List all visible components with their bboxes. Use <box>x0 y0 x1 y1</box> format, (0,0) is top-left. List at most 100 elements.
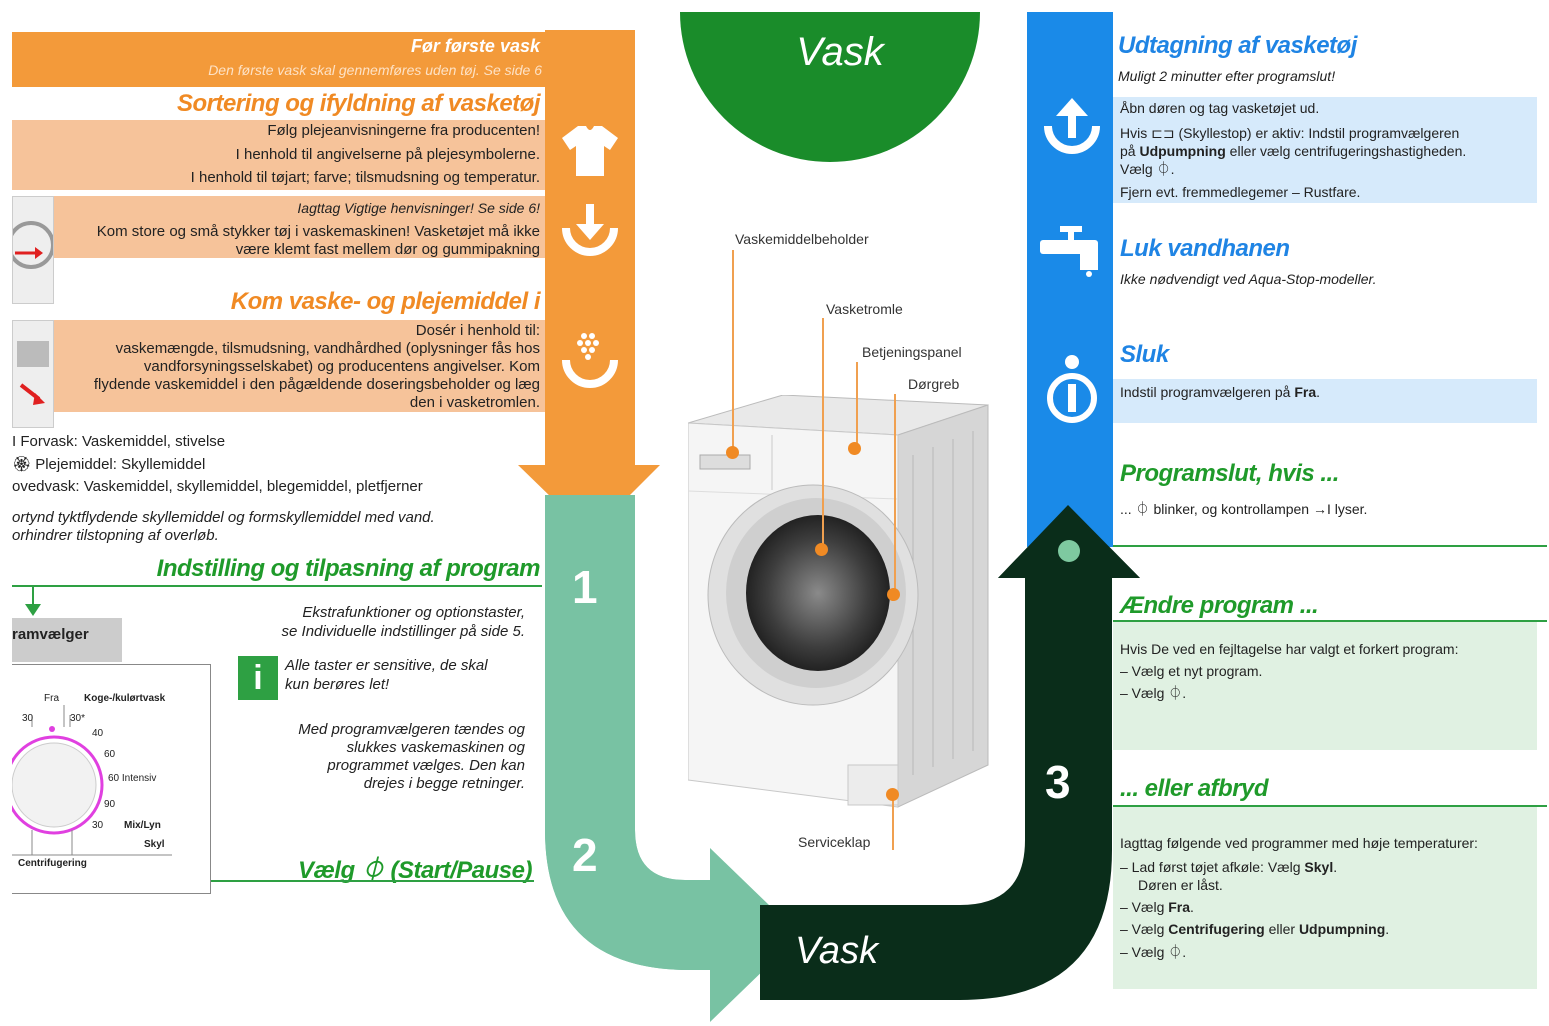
dial-line-1: Med programvælgeren tændes og <box>298 721 525 738</box>
tap-title: Luk vandhanen <box>1120 235 1290 262</box>
drawer-image <box>12 320 54 428</box>
compartment-prewash: I Forvask: Vaskemiddel, stivelse <box>12 433 226 450</box>
top-vask-label: Vask <box>796 30 884 74</box>
cancel-box <box>1113 807 1537 989</box>
label-control-panel: Betjeningspanel <box>862 344 962 360</box>
program-dial-panel: Fra Koge-/kulørtvask 30 30* 40 60 60 Int… <box>12 664 211 894</box>
off-box <box>1113 379 1537 423</box>
sorting-note-box <box>54 196 545 258</box>
first-wash-bar <box>12 32 545 87</box>
unload-line-2b: på Udpumpning eller vælg centrifugerings… <box>1120 143 1467 159</box>
end-line-1: ... ⏀ blinker, og kontrollampen →I lyser… <box>1120 501 1368 517</box>
compartment-mainwash: ovedvask: Vaskemiddel, skyllemiddel, ble… <box>12 478 423 495</box>
change-line-2: – Vælg et nyt program. <box>1120 663 1263 679</box>
selector-label-box <box>12 618 122 662</box>
bottom-vask-label: Vask <box>795 930 879 972</box>
end-divider <box>1113 545 1547 547</box>
dial-90: 90 <box>104 799 116 810</box>
change-line-3: – Vælg ⏀. <box>1120 685 1187 701</box>
info-line-2: kun berøres let! <box>285 676 390 693</box>
extra-line-2: se Individuelle indstillinger på side 5. <box>281 623 525 640</box>
program-divider <box>12 585 542 587</box>
cancel-line-2b: Døren er låst. <box>1138 877 1223 893</box>
unload-line-3: Fjern evt. fremmedlegemer – Rustfare. <box>1120 184 1361 200</box>
dial-line-2: slukkes vaskemaskinen og <box>346 739 525 756</box>
top-green-circle <box>680 12 980 162</box>
tap-subtitle: Ikke nødvendigt ved Aqua-Stop-modeller. <box>1120 271 1377 287</box>
dial-fra: Fra <box>44 693 59 704</box>
dark-green-band <box>760 505 1140 1000</box>
unload-box <box>1113 97 1537 203</box>
cancel-line-3: – Vælg Fra. <box>1120 899 1194 915</box>
change-box <box>1113 622 1537 750</box>
detergent-line-5: den i vasketromlen. <box>409 394 540 411</box>
dot-door-handle <box>887 588 900 601</box>
detergent-italic-2: orhindrer tilstopning af overløb. <box>12 527 219 544</box>
label-service-flap: Serviceklap <box>798 834 871 850</box>
teal-arrow <box>545 500 800 1022</box>
detergent-icon <box>558 330 622 399</box>
step-two: 2 <box>572 829 598 881</box>
dot-drum <box>815 543 828 556</box>
end-dot <box>1058 540 1080 562</box>
off-title: Sluk <box>1120 341 1169 368</box>
detergent-box <box>54 320 545 412</box>
dot-service-flap <box>886 788 899 801</box>
dot-control-panel <box>848 442 861 455</box>
cancel-line-2: – Lad først tøjet afkøle: Vælg Skyl. <box>1120 859 1338 875</box>
dial-koge: Koge-/kulørtvask <box>84 693 166 704</box>
load-down-icon <box>558 200 622 269</box>
dial-30c: 30 <box>92 820 104 831</box>
shirt-icon <box>560 122 620 183</box>
detergent-line-3: vandforsyningsselskabet) og producentens… <box>143 358 540 375</box>
dial-60: 60 <box>104 749 116 760</box>
cancel-line-5: – Vælg ⏀. <box>1120 944 1187 960</box>
selector-pointer-line <box>32 587 34 609</box>
end-title: Programslut, hvis ... <box>1120 460 1339 487</box>
unload-line-1: Åbn døren og tag vasketøjet ud. <box>1120 100 1320 116</box>
first-wash-title: Før første vask <box>410 36 540 56</box>
dial-centr: Centrifugering <box>18 858 87 869</box>
unload-line-2c: Vælg ⏀. <box>1120 161 1175 177</box>
cancel-line-4: – Vælg Centrifugering eller Udpumpning. <box>1120 921 1390 937</box>
sorting-note-1: Kom store og små stykker tøj i vaskemask… <box>96 223 540 240</box>
sorting-title: Sortering og ifyldning af vasketøj <box>176 90 541 117</box>
orange-band <box>545 30 635 465</box>
washing-machine-image <box>688 395 989 808</box>
sorting-note-2: være klemt fast mellem dør og gummipakni… <box>235 241 540 258</box>
cancel-title: ... eller afbryd <box>1120 775 1269 802</box>
sorting-line-3: I henhold til tøjart; farve; tilsmudsnin… <box>190 169 540 186</box>
detergent-title: Kom vaske- og plejemiddel i <box>230 288 541 315</box>
step-one: 1 <box>572 561 598 613</box>
unload-title: Udtagning af vasketøj <box>1118 32 1357 59</box>
selector-pointer-arrow <box>25 604 41 616</box>
start-pause-title: Vælg ⏀ (Start/Pause) <box>297 857 533 884</box>
sorting-line-1: Følg plejeanvisningerne fra producenten! <box>267 122 540 139</box>
extra-line-1: Ekstrafunktioner og optionstaster, <box>302 604 525 621</box>
sorting-note-italic: Iagttag Vigtige henvisninger! Se side 6! <box>297 200 540 216</box>
info-icon: i <box>238 656 278 700</box>
dial-40: 40 <box>92 728 104 739</box>
label-detergent-drawer: Vaskemiddelbeholder <box>735 231 869 247</box>
water-tap-icon <box>1036 222 1106 283</box>
info-line-1: Alle taster er sensitive, de skal <box>285 657 488 674</box>
dial-skyl: Skyl <box>144 839 165 850</box>
unload-line-2a: Hvis ⊏⊐ (Skyllestop) er aktiv: Indstil p… <box>1120 125 1460 141</box>
selector-label: ramvælger <box>12 626 89 643</box>
label-drum: Vasketromle <box>826 301 903 317</box>
label-door-handle: Dørgreb <box>908 376 960 392</box>
dial-30b: 30* <box>70 713 86 724</box>
detergent-line-2: vaskemængde, tilsmudsning, vandhårdhed (… <box>115 340 540 357</box>
detergent-line-1: Dosér i henhold til: <box>415 322 540 339</box>
start-pause-divider <box>12 880 534 882</box>
dial-30a: 30 <box>22 713 34 724</box>
unload-subtitle: Muligt 2 minutter efter programslut! <box>1118 68 1336 84</box>
change-line-1: Hvis De ved en fejltagelse har valgt et … <box>1120 641 1459 657</box>
unload-up-icon <box>1040 92 1104 161</box>
dot-detergent-drawer <box>726 446 739 459</box>
dial-mix: Mix/Lyn <box>124 820 161 831</box>
off-line-1: Indstil programvælgeren på Fra. <box>1120 384 1320 400</box>
step-three: 3 <box>1045 756 1071 808</box>
detergent-line-4: flydende vaskemiddel i den pågældende do… <box>93 376 540 393</box>
power-off-icon <box>1042 352 1102 431</box>
